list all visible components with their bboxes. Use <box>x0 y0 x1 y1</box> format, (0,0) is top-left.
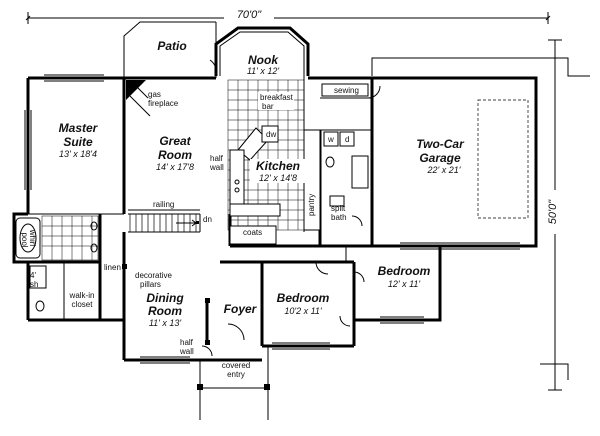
great-size: 14' x 17'8 <box>156 162 194 172</box>
pantry-note: pantry <box>307 194 316 216</box>
master-bath-fixtures <box>15 217 98 312</box>
laundry-fixtures <box>321 83 369 207</box>
garage-label-1: Two-Car <box>416 137 465 151</box>
exterior-walls <box>12 76 538 362</box>
whirlpool-note-1: whirl <box>28 229 37 247</box>
railing-note: railing <box>153 200 174 209</box>
kitchen-size: 12' x 14'8 <box>259 173 297 183</box>
half-wall-dining-note-2: wall <box>179 347 194 356</box>
master-label-1: Master <box>59 121 99 135</box>
kitchen-counters <box>229 125 321 245</box>
dining-label-2: Room <box>148 304 182 318</box>
walk-in-closet-note-1: walk-in <box>69 291 95 300</box>
stair-railing <box>128 209 201 233</box>
overall-width-label: 70'0" <box>237 9 262 21</box>
dining-size: 11' x 13' <box>149 318 182 328</box>
overall-depth-dimension: 50'0" <box>543 39 565 391</box>
nook-bay <box>214 26 310 76</box>
whirlpool-note-2: pool <box>20 232 29 247</box>
walk-in-closet-note-2: closet <box>72 300 94 309</box>
bedroom1-size: 12' x 11' <box>388 279 421 289</box>
decorative-pillars-note-1: decorative <box>135 271 172 280</box>
dining-label-1: Dining <box>146 291 184 305</box>
windows <box>24 74 520 364</box>
master-size: 13' x 18'4 <box>59 149 97 159</box>
decorative-pillars-note-2: pillars <box>140 280 161 289</box>
half-wall-dining-note-1: half <box>180 338 194 347</box>
linen-note: linen <box>104 263 121 272</box>
garage-label-2: Garage <box>419 151 461 165</box>
bedroom2-label: Bedroom <box>277 291 330 305</box>
covered-entry-note-2: entry <box>227 370 245 379</box>
half-wall-great-note-1: half <box>210 154 224 163</box>
nook-label: Nook <box>248 53 279 67</box>
nook-size: 11' x 12' <box>247 66 280 76</box>
washer-note: w <box>327 135 334 144</box>
foyer-label: Foyer <box>224 302 258 316</box>
garage-storage <box>477 99 529 219</box>
gas-fireplace <box>126 80 151 117</box>
shower-note-2: sh <box>30 280 38 289</box>
decorative-pillars <box>122 264 210 345</box>
bedroom2-size: 10'2 x 11' <box>284 306 322 316</box>
master-label-2: Suite <box>63 135 93 149</box>
overall-width-dimension: 70'0" <box>25 8 551 24</box>
kitchen-label: Kitchen <box>256 159 300 173</box>
coats-note: coats <box>243 228 262 237</box>
covered-entry-note-1: covered <box>222 361 250 370</box>
dryer-note: d <box>345 135 349 144</box>
half-wall-great-note-2: wall <box>209 163 224 172</box>
patio: Patio <box>123 21 217 78</box>
annotations: gas fireplace breakfast bar half wall se… <box>20 86 359 379</box>
dw-note: dw <box>266 130 276 139</box>
patio-label: Patio <box>157 39 186 53</box>
room-labels: Nook 11' x 12' Master Suite 13' x 18'4 G… <box>59 53 465 328</box>
great-label-2: Room <box>158 148 192 162</box>
breakfast-bar-note-1: breakfast <box>260 93 294 102</box>
split-bath-note-1: split <box>331 204 346 213</box>
split-bath-note-2: bath <box>331 213 347 222</box>
garage-size: 22' x 21' <box>427 165 461 175</box>
bedroom1-label: Bedroom <box>378 264 431 278</box>
great-label-1: Great <box>159 134 191 148</box>
dn-note: dn <box>203 215 212 224</box>
sewing-note: sewing <box>334 86 359 95</box>
shower-note-1: 4' <box>30 271 36 280</box>
breakfast-bar-note-2: bar <box>262 102 274 111</box>
doors <box>201 59 381 357</box>
gas-fireplace-note-1: gas <box>148 90 161 99</box>
overall-depth-label: 50'0" <box>547 199 559 224</box>
gas-fireplace-note-2: fireplace <box>148 99 179 108</box>
covered-entry <box>197 346 270 420</box>
